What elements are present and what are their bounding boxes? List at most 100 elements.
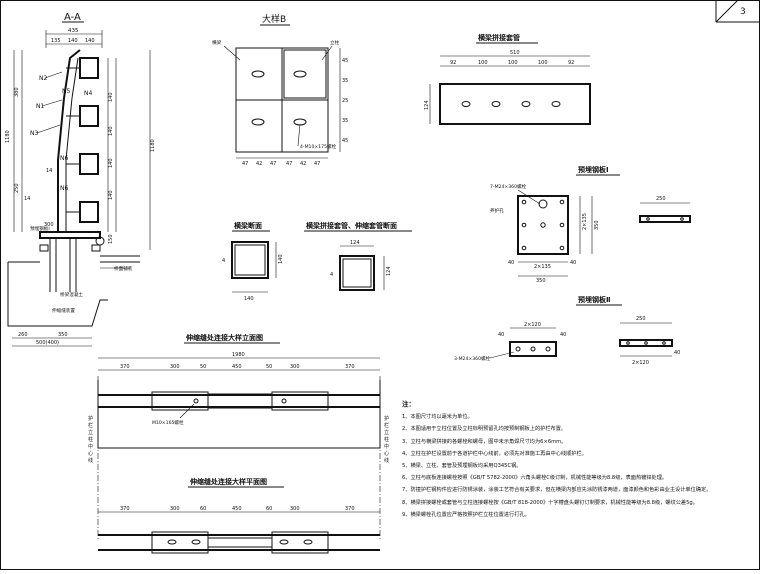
p2-dim-2: 40 [560, 332, 566, 338]
svg-text:护栏立柱中心线: 护栏立柱中心线 [88, 415, 93, 464]
sleeve-section-dim-2: 4 [330, 272, 333, 278]
aa-height-7: 150 [108, 234, 114, 244]
db-bottom-4: 42 [300, 161, 306, 167]
member-n2: N2 [39, 75, 47, 82]
sleeve-dim-1: 92 [450, 60, 456, 66]
plate-1-body [517, 195, 569, 255]
jp-dim-0: 370 [120, 506, 130, 512]
aa-small-1: 14 [46, 168, 52, 174]
sleeve-dim-4: 100 [538, 60, 548, 66]
jp-dim-3: 450 [232, 506, 242, 512]
je-sleeve-right [271, 391, 329, 411]
p2-dim-4: 2×120 [632, 360, 649, 366]
aa-callout-0: 预埋钢板I [30, 225, 50, 232]
note-item: 7、防撞护栏钢构件应进行防锈涂装，涂装工艺符合有关要求，但在横梁内部应先涂防锈漆… [402, 487, 712, 494]
je-dim-0: 370 [120, 364, 130, 370]
jp-dim-4: 60 [266, 506, 272, 512]
je-dim-3: 450 [232, 364, 242, 370]
p2-dim-0: 2×120 [524, 322, 541, 328]
beam-section-dim-1: 140 [278, 254, 284, 264]
je-dim-1: 300 [170, 364, 180, 370]
je-overall: 1980 [232, 352, 245, 358]
detail-b-marker-icon [95, 236, 105, 246]
page-number: 3 [740, 7, 746, 17]
detail-b-bolt-label: 4-M10×175螺栓 [300, 143, 337, 150]
je-sleeve-left [151, 391, 209, 411]
aa-dim-top-2: 140 [68, 38, 78, 44]
beam-section: 横梁断面 140 140 4 [222, 221, 284, 302]
sleeve-dim-left: 124 [424, 100, 430, 110]
member-n4: N4 [84, 90, 92, 97]
db-bottom-2: 47 [270, 161, 276, 167]
sleeve-dim-3: 100 [508, 60, 518, 66]
aa-bottom-1: 350 [58, 332, 68, 338]
sleeve-dim-2: 100 [478, 60, 488, 66]
sleeve-section: 横梁拼接套管、伸缩套管断面 124 124 4 [304, 221, 412, 291]
aa-height-0: 1180 [5, 130, 11, 143]
sleeve-section-title: 横梁拼接套管、伸缩套管断面 [306, 221, 397, 230]
db-bottom-1: 42 [256, 161, 262, 167]
plate-1-callout: 养护孔 [490, 207, 504, 214]
jp-dim-1: 300 [170, 506, 180, 512]
p2-dim-5: 40 [674, 350, 680, 356]
section-aa: A-A 435 135 140 140 N2 N1 N5 N4 N3 N6 N6 [5, 12, 156, 347]
p2-dim-3: 250 [636, 316, 646, 322]
beam-section-dim-0: 140 [244, 296, 254, 302]
rail-2 [79, 105, 99, 127]
joint-elevation: 伸缩缝处连接大样立面图 1980 370 300 50 450 50 300 3… [88, 333, 389, 540]
note-item: 3、立柱与横梁拼接的各螺栓和螺母，图中未示角焊尺寸均为6×6mm。 [402, 438, 567, 445]
je-bolt-label: M10×165螺栓 [152, 419, 184, 426]
aa-height-3: 140 [108, 126, 114, 136]
detail-b-callout-0: 横梁 [212, 39, 222, 46]
aa-bottom-2: 500(400) [36, 340, 59, 346]
svg-text:护栏立柱中心线: 护栏立柱中心线 [384, 415, 389, 464]
member-n3: N3 [30, 130, 38, 137]
joint-plan-title: 伸缩缝处连接大样平面图 [189, 477, 267, 486]
detail-b-callout-1: 立柱 [330, 39, 340, 46]
p2-dim-1: 40 [498, 332, 504, 338]
beam-section-title: 横梁断面 [234, 221, 262, 230]
sleeve-dim-5: 92 [568, 60, 574, 66]
rail-3 [79, 153, 99, 175]
note-item: 2、本图适用于立柱位置及立柱标明预留孔均按预制钢板上的护栏布置。 [402, 426, 567, 433]
p1-dim-3: 350 [536, 278, 546, 284]
joint-elevation-title: 伸缩缝处连接大样立面图 [185, 333, 263, 342]
jp-sleeve-left [151, 531, 209, 554]
je-side-left: 护栏立柱中心线 [88, 415, 93, 464]
db-right-0: 45 [342, 58, 348, 64]
aa-small-2: 300 [44, 222, 54, 228]
db-bottom-3: 47 [286, 161, 292, 167]
db-right-3: 35 [342, 118, 348, 124]
plate-2-title: 预埋钢板Ⅱ [578, 295, 611, 304]
je-dim-4: 50 [266, 364, 272, 370]
p1-dim-5: 350 [594, 220, 600, 230]
plate-1: 预埋钢板Ⅰ 7-M24×360螺栓 养护孔 40 2×135 40 350 2×… [490, 165, 691, 284]
aa-height-1: 380 [14, 87, 20, 97]
db-bottom-5: 47 [314, 161, 320, 167]
je-dim-2: 50 [200, 364, 206, 370]
aa-height-5: 140 [108, 190, 114, 200]
sleeve-section-dim-1: 124 [386, 266, 392, 276]
db-right-4: 45 [342, 138, 348, 144]
db-right-2: 25 [342, 98, 348, 104]
je-dim-5: 300 [290, 364, 300, 370]
plate-2: 预埋钢板Ⅱ 2×120 40 40 3-M24×360螺栓 250 2×120 … [454, 295, 680, 366]
section-aa-title: A-A [64, 12, 81, 23]
sleeve-body [439, 83, 591, 125]
p1-dim-2: 40 [570, 260, 576, 266]
beam-sleeve-title: 横梁拼接套管 [478, 33, 520, 42]
note-item: 6、立柱与底板连接螺栓按照《GB/T 5782-2000》六角头螺栓C级订制，机… [402, 475, 668, 482]
joint-plan: 伸缩缝处连接大样平面图 370 300 60 450 60 300 370 [98, 477, 380, 554]
plate-1-bolt-label: 7-M24×360螺栓 [490, 183, 527, 190]
rail-4 [79, 201, 99, 223]
aa-bottom-0: 260 [18, 332, 28, 338]
sleeve-dim-0: 510 [510, 50, 520, 56]
sleeve-section-dim-0: 124 [350, 240, 360, 246]
detail-b: 大样B 横梁 立柱 4-M10×175螺栓 47 42 47 47 42 47 … [212, 13, 348, 167]
aa-height-total: 1180 [150, 139, 156, 152]
note-item: 9、横梁螺栓孔位置应严格按照护栏立柱位置进行打孔。 [402, 511, 530, 518]
aa-dim-top-0: 435 [68, 28, 79, 34]
rail-1 [79, 57, 99, 79]
